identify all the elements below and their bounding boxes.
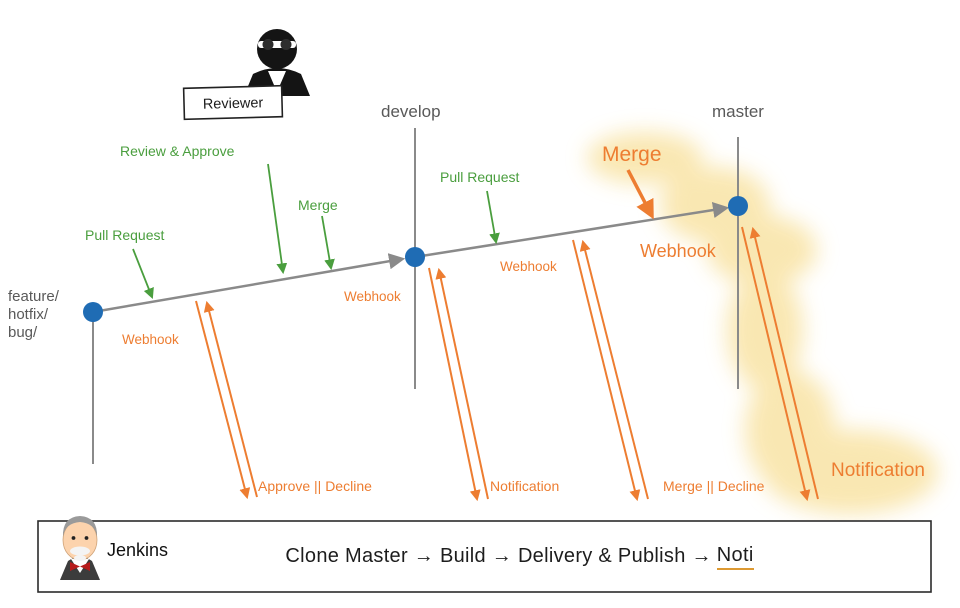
flow-line-feature-to-develop — [92, 253, 406, 314]
svg-text:bug/: bug/ — [8, 324, 38, 341]
notification-up-arrow-master — [749, 226, 819, 500]
label-merge-master: Merge — [602, 143, 662, 166]
reviewer-label: Reviewer — [203, 95, 264, 113]
label-notification-develop: Notification — [490, 478, 559, 494]
reviewer-person-icon — [244, 29, 310, 96]
commit-dot-feature — [83, 302, 103, 322]
branch-label-develop: develop — [381, 102, 441, 121]
label-approve-decline: Approve || Decline — [258, 478, 372, 494]
label-notification-master: Notification — [831, 460, 925, 481]
label-review-approve: Review & Approve — [120, 143, 235, 159]
commit-dot-master — [728, 196, 748, 216]
commit-dot-develop — [405, 247, 425, 267]
jenkins-label: Jenkins — [107, 540, 168, 560]
jenkins-box — [37, 520, 932, 593]
pull-request-right-arrow — [486, 190, 500, 245]
response-up-arrow-mid — [579, 239, 649, 500]
webhook-down-arrow-mid — [572, 239, 641, 502]
pipeline-noti: Noti — [716, 544, 754, 570]
label-pull-request-right: Pull Request — [440, 169, 519, 185]
webhook-down-arrow-master — [741, 226, 811, 502]
reviewer-box: Reviewer — [182, 84, 284, 121]
webhook-down-arrow-develop — [428, 267, 481, 502]
svg-text:feature/: feature/ — [8, 288, 60, 305]
response-up-arrow-feature — [203, 300, 258, 498]
label-webhook-master: Webhook — [640, 241, 717, 261]
merge-green-arrow — [321, 215, 335, 271]
merge-orange-arrow — [626, 169, 654, 220]
pull-request-left-arrow — [132, 248, 154, 300]
pipeline-text: Clone Master → Build → Delivery & Publis… — [38, 521, 931, 592]
review-approve-arrow — [267, 163, 288, 275]
label-webhook-develop: Webhook — [344, 289, 401, 304]
pipeline-main: Clone Master → Build → Delivery & Publis… — [285, 545, 712, 567]
branch-label-master: master — [712, 102, 764, 121]
svg-text:hotfix/: hotfix/ — [8, 306, 49, 323]
label-merge-green: Merge — [298, 197, 338, 213]
webhook-down-arrow-feature — [195, 300, 251, 500]
label-webhook-feature: Webhook — [122, 332, 179, 347]
response-up-arrow-develop — [435, 267, 489, 500]
flow-line-develop-to-master — [414, 201, 730, 259]
label-pull-request-left: Pull Request — [85, 227, 164, 243]
feature-branch-label: feature/ hotfix/ bug/ — [8, 288, 60, 341]
jenkins-logo — [60, 516, 100, 580]
label-webhook-mid: Webhook — [500, 259, 557, 274]
label-merge-decline: Merge || Decline — [663, 478, 765, 494]
